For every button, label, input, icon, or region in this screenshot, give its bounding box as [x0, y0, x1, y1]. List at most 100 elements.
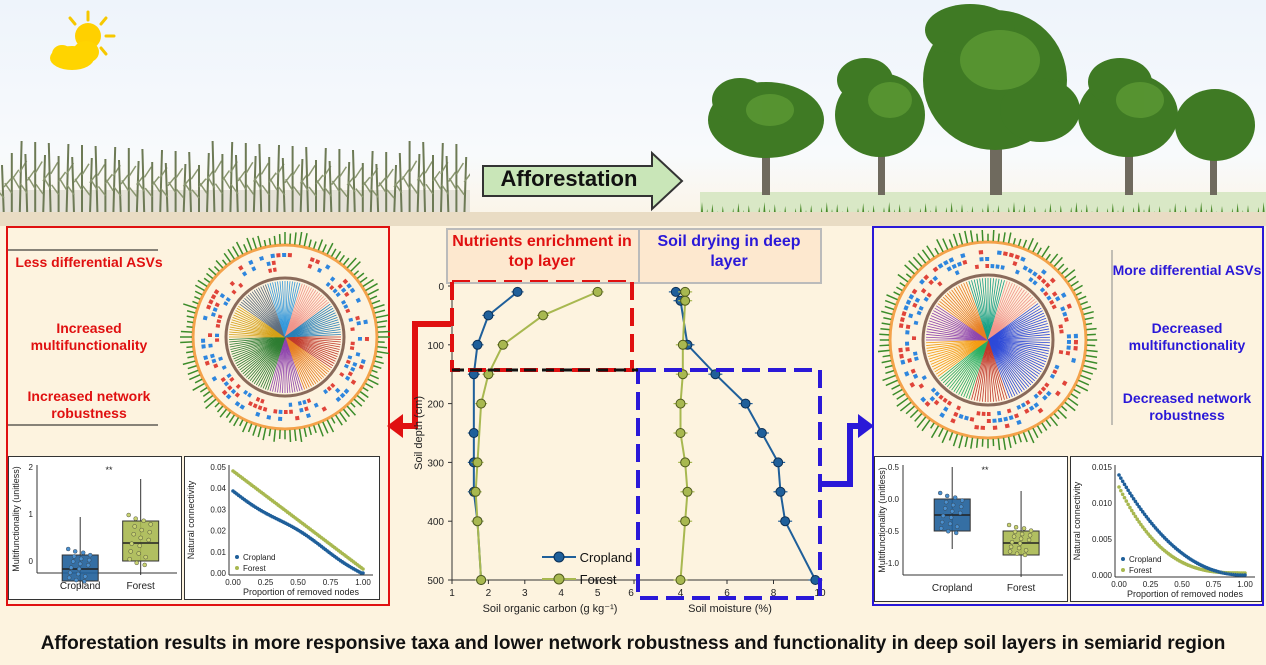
tree-branch — [284, 336, 341, 348]
deepsoil-highlight-box — [636, 368, 822, 600]
tree-bar — [896, 393, 906, 400]
tree-annotation-arc — [899, 317, 905, 323]
tree-annotation-arc — [1004, 423, 1010, 429]
tree-bar — [1070, 393, 1079, 399]
tree-annotation-arc — [950, 418, 956, 424]
tree-annotation-arc — [335, 292, 341, 298]
conn-x-tick-label: 0.00 — [225, 578, 241, 587]
tree-bar — [893, 291, 901, 296]
tree-branch — [926, 339, 989, 352]
corn-stalk — [182, 163, 187, 220]
tree-branch — [987, 339, 1050, 349]
moisture-axis-label: Soil moisture (%) — [688, 603, 772, 615]
tree-branch — [239, 336, 286, 371]
conn-point-cropland — [361, 571, 365, 575]
tree-branch — [230, 336, 286, 350]
tree-annotation-arc — [1071, 357, 1077, 363]
tree-annotation-arc — [1040, 278, 1047, 284]
tree-bar — [252, 425, 257, 436]
data-point-cropland — [775, 486, 786, 497]
box-point — [1022, 552, 1028, 558]
tree-bar — [180, 330, 193, 333]
tree-bar — [346, 405, 357, 416]
tree-bar — [1032, 427, 1039, 439]
tree-annotation-arc — [343, 363, 349, 369]
tree-annotation-arc — [356, 320, 362, 326]
corn-leaf — [96, 164, 106, 177]
tree-annotation-arc — [996, 250, 1002, 256]
corn-leaf — [113, 186, 122, 197]
tree-bar — [1064, 269, 1076, 279]
tree-annotation-arc — [934, 391, 940, 397]
data-point-forest — [680, 295, 691, 306]
corn-stalk — [65, 143, 70, 220]
tree-bar — [1045, 253, 1051, 261]
tree-annotation-arc — [348, 317, 354, 322]
tree-annotation-arc — [346, 283, 352, 289]
tree-bar — [330, 417, 336, 424]
corn-leaf — [331, 175, 340, 186]
tree-bar — [289, 233, 292, 245]
conn-y-tick-label: 0.02 — [210, 527, 226, 536]
tree-annotation-arc — [268, 268, 273, 273]
tree-bar — [376, 320, 388, 324]
tree-bar — [303, 427, 307, 438]
conn-legend-cropland: Cropland — [243, 553, 275, 562]
conn-point-cropland — [1126, 488, 1130, 493]
tree-branch — [941, 339, 989, 382]
conn-point-cropland — [1135, 502, 1140, 506]
tree-annotation-arc — [938, 394, 944, 400]
tree-branch — [987, 339, 1042, 373]
tree-bar — [353, 398, 363, 407]
tree-branch — [987, 303, 1039, 341]
tree-bar — [187, 369, 199, 375]
tree-annotation-arc — [1066, 303, 1072, 309]
tree-bar — [186, 320, 194, 324]
conn-x-tick-label: 0.50 — [1174, 580, 1190, 589]
corn-leaf — [401, 176, 411, 189]
tree-annotation-arc — [295, 415, 300, 421]
tree-bar — [326, 419, 335, 433]
corn-leaf — [57, 171, 67, 183]
tree-annotation-arc — [913, 320, 919, 326]
corn-leaf — [174, 167, 184, 180]
tree-annotation-arc — [997, 410, 1002, 416]
corn-leaf — [144, 187, 153, 198]
box-point — [132, 524, 137, 529]
legend-forest-marker — [542, 571, 576, 591]
tree-branch — [284, 336, 341, 340]
tree-bar — [917, 252, 927, 264]
corn-leaf — [455, 162, 465, 175]
corn-leaf — [4, 182, 13, 194]
tree-branch — [260, 336, 286, 388]
corn-leaf — [58, 177, 68, 190]
tree-annotation-arc — [347, 355, 353, 360]
box-y-label: Multifunctionality (unitless) — [11, 466, 21, 572]
conn-point-forest — [1133, 514, 1138, 519]
tree-annotation-arc — [262, 406, 268, 412]
data-point-forest — [680, 286, 691, 297]
tree-annotation-arc — [1014, 254, 1020, 260]
tree-bar — [1075, 384, 1089, 392]
box-point — [1018, 536, 1024, 541]
box-point — [134, 560, 139, 566]
tree-branch — [987, 283, 1016, 341]
tree-annotation-arc — [259, 255, 265, 261]
tree-bar — [359, 276, 368, 283]
tree-branch — [242, 336, 286, 375]
tree-annotation-arc — [305, 413, 311, 419]
tree-branch — [939, 301, 989, 341]
corn-leaf — [198, 178, 207, 188]
tree-annotation-arc — [1032, 280, 1038, 286]
tree-branch — [987, 291, 1027, 341]
conn-point-cropland — [1117, 473, 1121, 477]
tree-annotation-arc — [1014, 269, 1020, 275]
corn-leaf — [43, 177, 52, 190]
tree-annotation-arc — [1020, 402, 1026, 408]
tree-annotation-arc — [230, 388, 237, 395]
tree-annotation-arc — [919, 278, 925, 285]
tree-annotation-arc — [946, 266, 952, 272]
box-point — [128, 549, 133, 554]
box-tick-label: 0.0 — [888, 495, 900, 504]
header-drying — [638, 228, 822, 284]
